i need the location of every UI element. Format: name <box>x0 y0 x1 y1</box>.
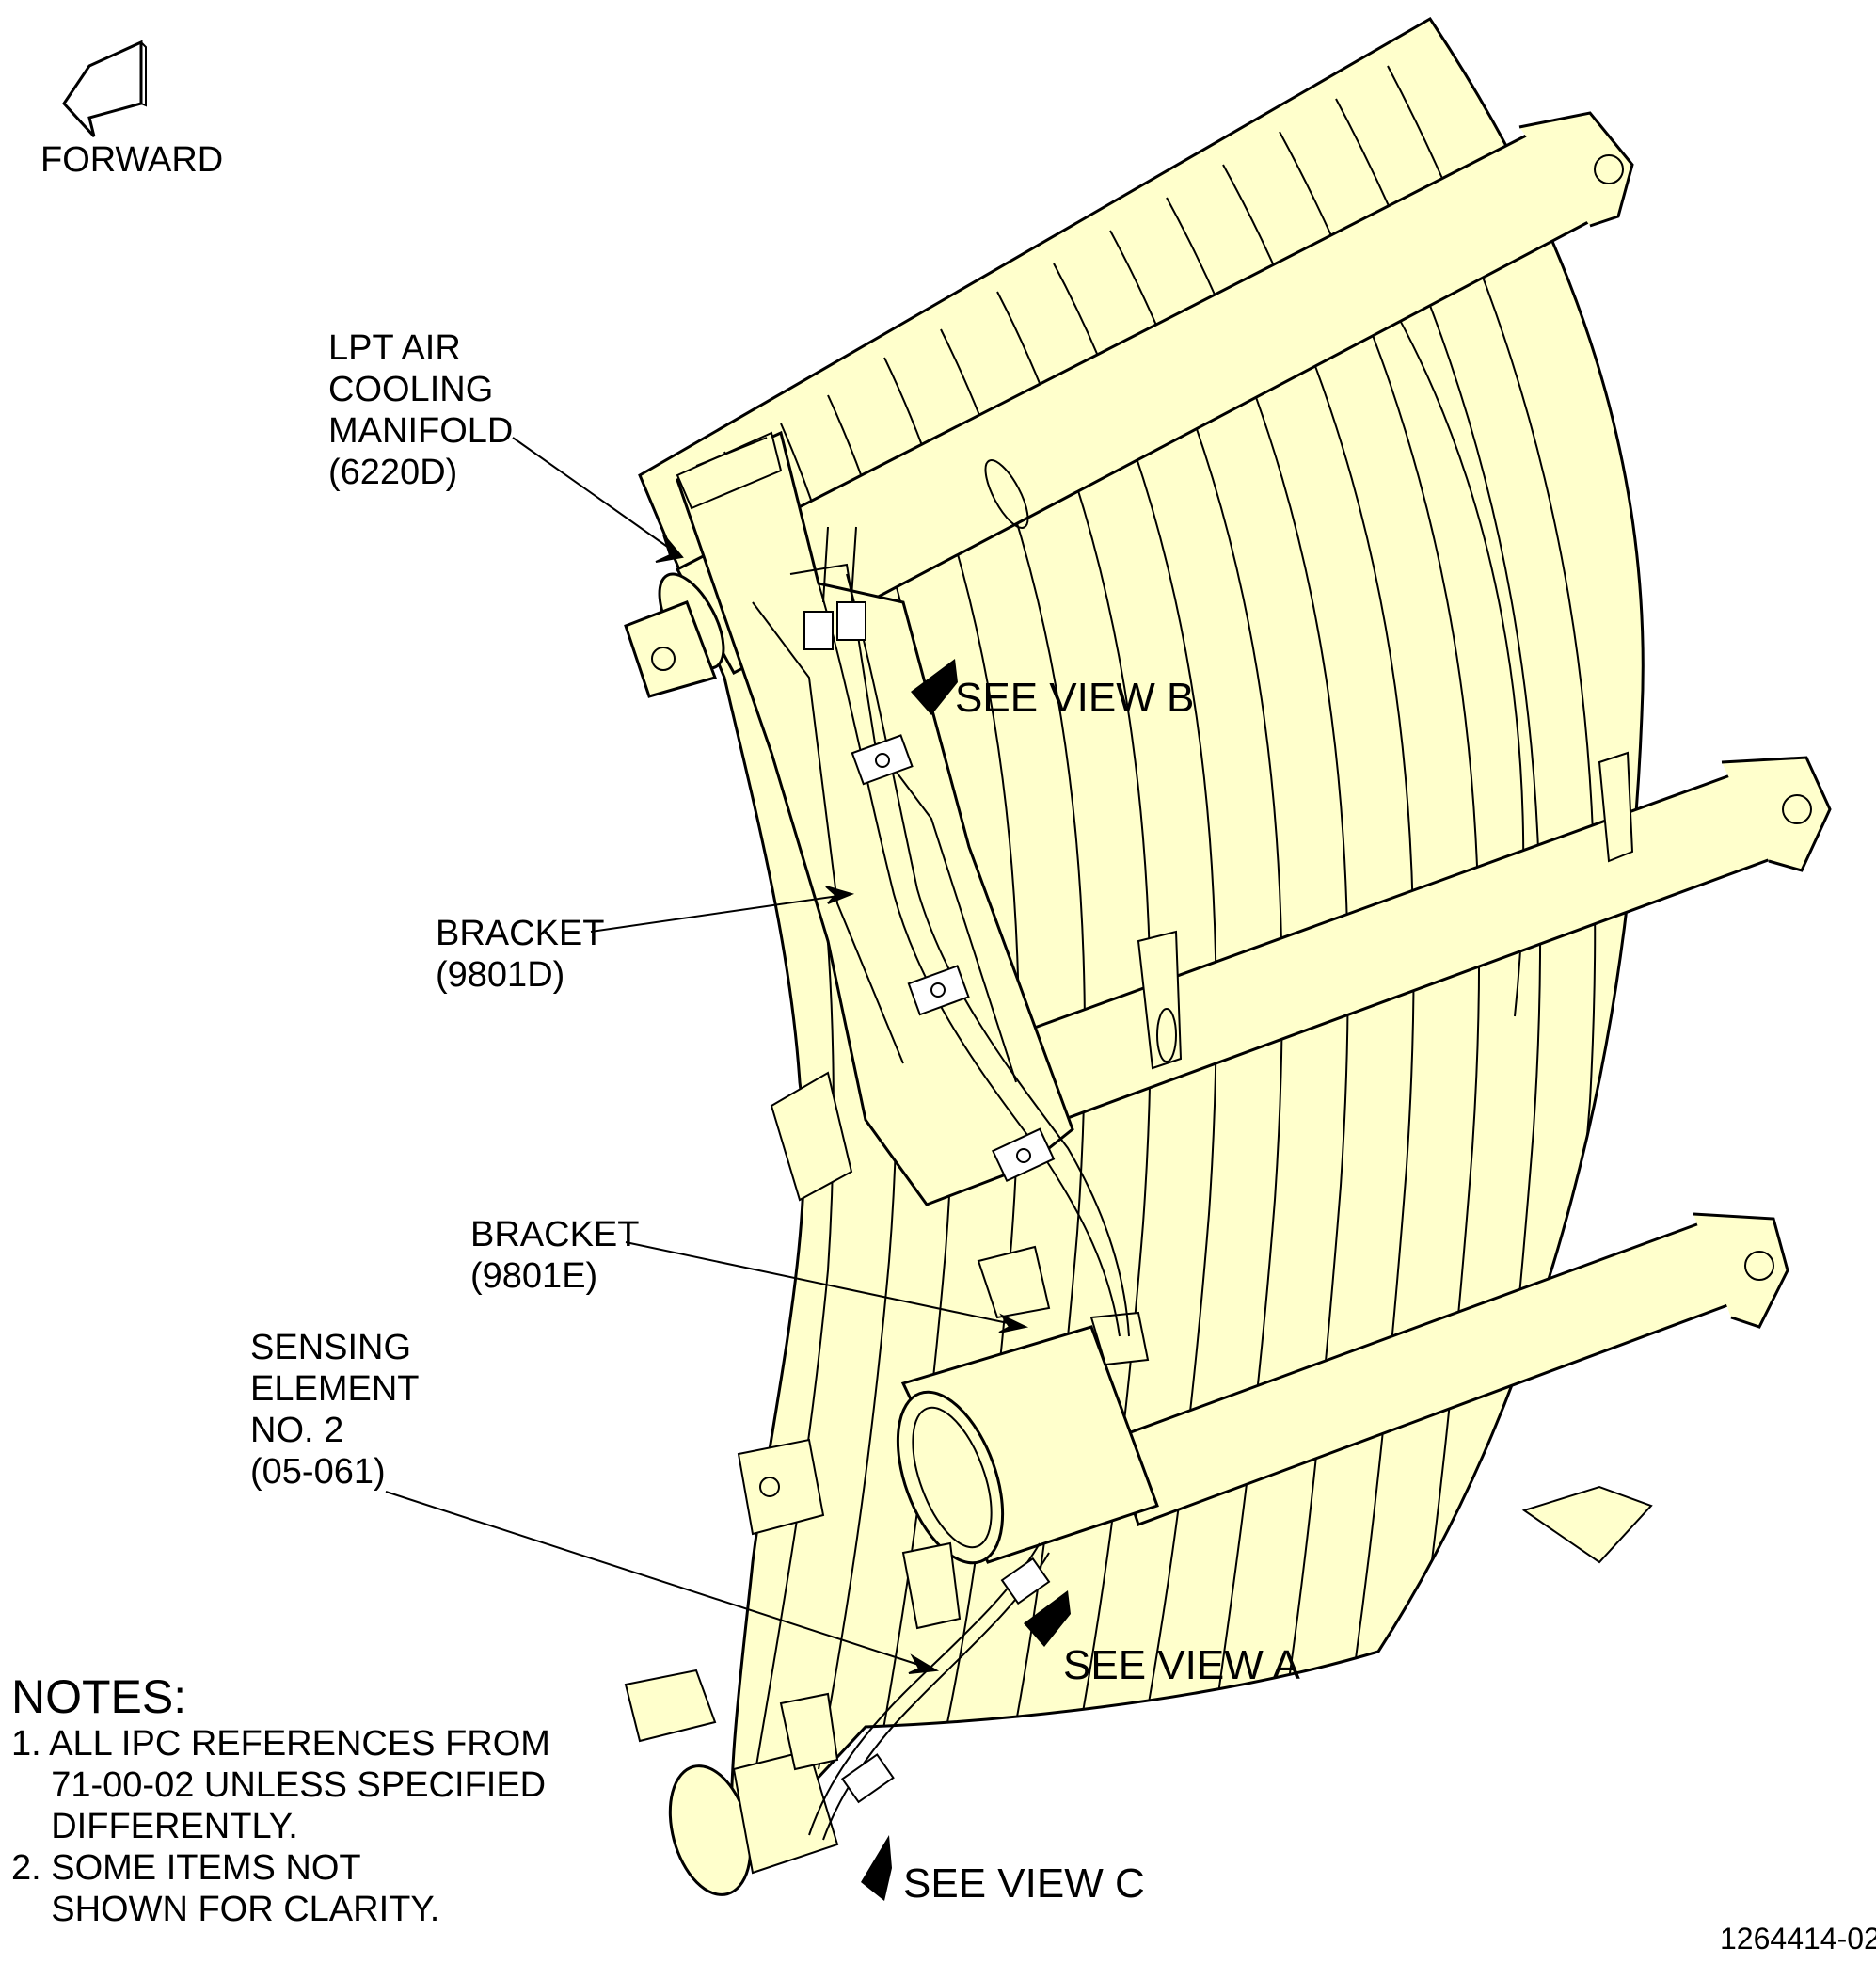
notes-block: NOTES: 1. ALL IPC REFERENCES FROM 71-00-… <box>11 1670 550 1930</box>
callout-line: BRACKET <box>436 914 605 953</box>
mount-brackets <box>737 1071 1150 1771</box>
callout-line: ELEMENT <box>250 1369 420 1409</box>
callout-line: MANIFOLD <box>328 411 514 451</box>
forward-label: FORWARD <box>40 140 224 180</box>
cable-clamps <box>803 601 1056 1804</box>
callout-line: NO. 2 <box>250 1411 344 1450</box>
callout-line: BRACKET <box>470 1215 640 1254</box>
forward-arrow-icon <box>62 40 147 138</box>
bracket-e-callout: BRACKET (9801E) <box>470 1214 639 1297</box>
callout-line: (9801E) <box>470 1256 598 1296</box>
note-line: 2. SOME ITEMS NOT <box>11 1848 361 1888</box>
callout-line: (05-061) <box>250 1452 386 1492</box>
note-line: 1. ALL IPC REFERENCES FROM <box>11 1724 550 1764</box>
callout-line: SENSING <box>250 1328 412 1367</box>
view-a-arrow-icon <box>1024 1590 1071 1647</box>
note-line: 71-00-02 UNLESS SPECIFIED <box>11 1765 547 1805</box>
callout-line: COOLING <box>328 370 494 409</box>
port-boss <box>896 1325 1159 1565</box>
note-line: DIFFERENTLY. <box>11 1807 298 1846</box>
leader-lines <box>385 437 1029 1674</box>
note-line: SHOWN FOR CLARITY. <box>11 1890 440 1929</box>
view-b-arrow-icon <box>911 659 958 715</box>
bracket-d-callout: BRACKET (9801D) <box>436 913 604 996</box>
callout-line: LPT AIR <box>328 328 461 368</box>
see-view-b-label: SEE VIEW B <box>955 675 1195 721</box>
manifold-callout: LPT AIR COOLING MANIFOLD (6220D) <box>328 327 513 493</box>
sensing-element-callout: SENSING ELEMENT NO. 2 (05-061) <box>250 1327 419 1493</box>
lower-end-fitting <box>624 1669 839 1896</box>
see-view-c-label: SEE VIEW C <box>903 1860 1145 1907</box>
callout-line: (9801D) <box>436 955 565 995</box>
drawing-number: 1264414-02 <box>1720 1922 1876 1956</box>
notes-title: NOTES: <box>11 1670 187 1723</box>
callout-line: (6220D) <box>328 453 458 492</box>
manifold-tube-upper <box>624 111 1634 698</box>
see-view-a-label: SEE VIEW A <box>1063 1642 1300 1688</box>
manifold-tube-lower <box>1108 1212 1789 1564</box>
view-c-arrow-icon <box>861 1835 892 1901</box>
manifold-tube-middle <box>986 751 1832 1141</box>
note-item: 1. ALL IPC REFERENCES FROM 71-00-02 UNLE… <box>11 1723 550 1847</box>
note-item: 2. SOME ITEMS NOT SHOWN FOR CLARITY. <box>11 1847 550 1930</box>
